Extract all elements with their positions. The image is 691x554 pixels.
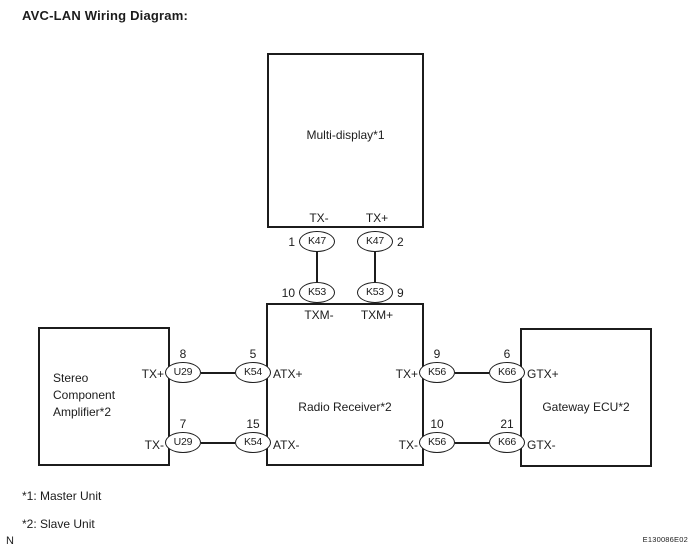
connector-k66-top: K66: [489, 362, 525, 383]
wire-rr-txplus-to-gw: [455, 372, 489, 374]
stereo-amplifier-pin-tx-plus: TX+: [141, 367, 164, 381]
radio-receiver-pin-atx-minus: ATX-: [273, 438, 300, 452]
radio-receiver-pin-txm-minus: TXM-: [304, 308, 334, 322]
stereo-amplifier-label-line1: Stereo: [53, 371, 89, 385]
pin-number-u29-7: 7: [179, 417, 187, 431]
wire-amp-txminus-to-rr: [201, 442, 235, 444]
wire-md-txminus-to-rr: [316, 251, 318, 282]
connector-k53-left: K53: [299, 282, 335, 303]
pin-number-k56-10: 10: [430, 417, 444, 431]
gateway-ecu-pin-gtx-plus: GTX+: [527, 367, 559, 381]
connector-k54-bottom: K54: [235, 432, 271, 453]
radio-receiver-pin-tx-plus: TX+: [395, 367, 418, 381]
pin-number-k47-1: 1: [288, 235, 295, 249]
multi-display-pin-tx-plus: TX+: [365, 211, 389, 225]
stereo-amplifier-label-line2: Component: [53, 388, 116, 402]
pin-number-k53-9: 9: [397, 286, 404, 300]
connector-k56-top: K56: [419, 362, 455, 383]
footnote-master-unit: *1: Master Unit: [22, 489, 102, 503]
pin-number-k53-10: 10: [281, 286, 295, 300]
connector-k47-right: K47: [357, 231, 393, 252]
page-marker: N: [6, 535, 14, 547]
stereo-amplifier-label-line3: Amplifier*2: [53, 405, 112, 419]
footnote-slave-unit: *2: Slave Unit: [22, 517, 95, 531]
connector-k47-left: K47: [299, 231, 335, 252]
stereo-amplifier-pin-tx-minus: TX-: [144, 438, 164, 452]
wire-amp-txplus-to-rr: [201, 372, 235, 374]
pin-number-k47-2: 2: [397, 235, 404, 249]
multi-display-pin-tx-minus: TX-: [309, 211, 329, 225]
connector-k53-right: K53: [357, 282, 393, 303]
radio-receiver-pin-txm-plus: TXM+: [360, 308, 394, 322]
gateway-ecu-pin-gtx-minus: GTX-: [527, 438, 556, 452]
connector-k66-bottom: K66: [489, 432, 525, 453]
box-multi-display: Multi-display*1 TX- TX+: [267, 53, 424, 228]
connector-u29-bottom: U29: [165, 432, 201, 453]
radio-receiver-label: Radio Receiver*2: [298, 400, 392, 414]
pin-number-k54-15: 15: [246, 417, 260, 431]
radio-receiver-pin-tx-minus: TX-: [398, 438, 418, 452]
wire-md-txplus-to-rr: [374, 251, 376, 282]
connector-k54-top: K54: [235, 362, 271, 383]
multi-display-label: Multi-display*1: [306, 128, 385, 142]
pin-number-k54-5: 5: [249, 347, 257, 361]
pin-number-k66-21: 21: [500, 417, 514, 431]
stereo-amplifier-label: Stereo Component Amplifier*2: [53, 370, 115, 421]
connector-k56-bottom: K56: [419, 432, 455, 453]
pin-number-k66-6: 6: [503, 347, 511, 361]
page-title: AVC-LAN Wiring Diagram:: [22, 8, 189, 23]
pin-number-u29-8: 8: [179, 347, 187, 361]
wire-rr-txminus-to-gw: [455, 442, 489, 444]
gateway-ecu-label: Gateway ECU*2: [542, 400, 630, 414]
box-gateway-ecu: GTX+ GTX- Gateway ECU*2: [520, 328, 652, 467]
box-stereo-amplifier: Stereo Component Amplifier*2 TX+ TX-: [38, 327, 170, 466]
connector-u29-top: U29: [165, 362, 201, 383]
pin-number-k56-9: 9: [433, 347, 441, 361]
box-radio-receiver: TXM- TXM+ ATX+ ATX- TX+ TX- Radio Receiv…: [266, 303, 424, 466]
figure-code: E130086E02: [642, 535, 688, 544]
radio-receiver-pin-atx-plus: ATX+: [273, 367, 303, 381]
